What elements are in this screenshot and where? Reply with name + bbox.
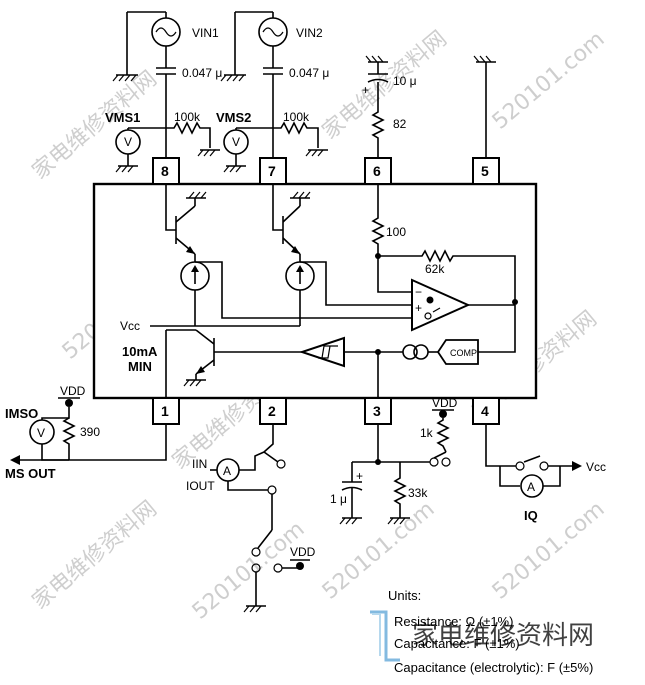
- watermark-site-5: 520101.com: [318, 497, 440, 605]
- svg-text:+: +: [362, 83, 369, 97]
- internal-circuit: Vcc 100 62k − + COMP 10mA MIN: [120, 184, 518, 398]
- r100k-1-label: 100k: [174, 110, 201, 124]
- logo-mark-icon: [370, 610, 400, 662]
- pin-6: [364, 157, 392, 185]
- imso-label: IMSO: [5, 406, 38, 421]
- iq-meter-letter: A: [527, 480, 535, 494]
- resistor-100k-1: [166, 121, 211, 148]
- logo-text: 家电维修资料网: [412, 620, 594, 650]
- pin-4-number: 4: [481, 403, 489, 419]
- resistor-1k: [436, 418, 450, 453]
- vin2-source: VIN2 0.047 μ: [220, 11, 329, 158]
- cap3-label: 10 μ: [393, 74, 417, 88]
- units-resistance: Resistance: Ω (±1%): [394, 614, 513, 629]
- svg-text:+: +: [415, 301, 422, 315]
- min-current-label: 10mA: [122, 344, 158, 359]
- pin-8: [152, 157, 180, 185]
- r100k-2-label: 100k: [283, 110, 310, 124]
- resistor-100k-2: [273, 121, 319, 148]
- vms1-meter: VMS1 V 100k: [105, 110, 220, 173]
- vcc-in-label: Vcc: [120, 319, 140, 333]
- pin-7: [259, 157, 287, 185]
- pin-8-number: 8: [161, 163, 169, 179]
- resistor-100: [371, 184, 385, 256]
- watermark-cn-2: 家电维修资料网: [318, 26, 452, 144]
- r62k-label: 62k: [425, 262, 445, 276]
- units-electrolytic: Capacitance (electrolytic): F (±5%): [394, 660, 593, 675]
- r100-label: 100: [386, 225, 406, 239]
- ms-out-label: MS OUT: [5, 466, 56, 481]
- ic-body: [92, 182, 538, 400]
- watermark-cn-1: 家电维修资料网: [28, 66, 162, 184]
- iq-label: IQ: [524, 508, 538, 523]
- vms2-meter-letter: V: [232, 135, 240, 149]
- pin-7-number: 7: [268, 163, 276, 179]
- svg-text:+: +: [356, 469, 363, 483]
- vms1-label: VMS1: [105, 110, 140, 125]
- pin-2-number: 2: [268, 403, 276, 419]
- resistor-33k: [393, 462, 407, 518]
- watermark-cn-4: 家电维修资料网: [28, 496, 162, 614]
- min-label: MIN: [128, 359, 152, 374]
- vms2-meter: VMS2 V 100k: [216, 110, 328, 173]
- resistor-390: [62, 417, 76, 460]
- pin-3: [364, 397, 392, 425]
- pin-5: [472, 157, 500, 185]
- r33k-label: 33k: [408, 486, 428, 500]
- pin-3-number: 3: [373, 403, 381, 419]
- opamp: [411, 278, 471, 332]
- pin4-external: Vcc A IQ: [485, 424, 606, 523]
- comparator: [436, 339, 479, 365]
- units-block: Units: Resistance: Ω (±1%) Capacitance: …: [388, 588, 593, 675]
- comp-label: COMP: [450, 348, 477, 358]
- vin1-label: VIN1: [192, 26, 219, 40]
- pin5-external: [473, 55, 496, 158]
- watermark-site-6: 520101.com: [488, 497, 610, 605]
- svg-text:−: −: [415, 285, 422, 299]
- vms1-meter-letter: V: [124, 135, 132, 149]
- vin1-source: VIN1 0.047 μ: [112, 11, 222, 158]
- pin-5-number: 5: [481, 163, 489, 179]
- pin1-external: VDD 390 IMSO V MS OUT: [5, 384, 167, 481]
- vdd1-label: VDD: [60, 384, 86, 398]
- vms2-label: VMS2: [216, 110, 251, 125]
- cap2-label: 0.047 μ: [289, 66, 329, 80]
- units-title: Units:: [388, 588, 421, 603]
- resistor-62k: [378, 249, 516, 302]
- r390-label: 390: [80, 425, 100, 439]
- pin3-external: VDD 1k + 1 μ 33k: [330, 396, 458, 525]
- site-logo: 家电维修资料网: [370, 610, 594, 662]
- pin-6-number: 6: [373, 163, 381, 179]
- vdd3-label: VDD: [432, 396, 458, 410]
- pins-top: 8 7 6 5: [152, 157, 500, 185]
- ammeter-letter: A: [223, 464, 231, 478]
- cap1-label: 0.047 μ: [182, 66, 222, 80]
- watermark-site-1: 520101.com: [488, 27, 610, 135]
- pin-1-number: 1: [161, 403, 169, 419]
- watermark-site-4: 520101.com: [188, 517, 310, 625]
- imso-meter-letter: V: [37, 426, 45, 440]
- vcc-out-label: Vcc: [586, 460, 606, 474]
- pin2-external: IIN IOUT A VDD: [186, 424, 316, 613]
- units-capacitance: Capacitance: F (±1%): [394, 636, 520, 651]
- vin2-label: VIN2: [296, 26, 323, 40]
- resistor-82: [371, 82, 385, 158]
- iin-label: IIN: [192, 457, 207, 471]
- iout-label: IOUT: [186, 479, 215, 493]
- pin6-external: + 10 μ 82: [362, 55, 417, 158]
- r1k-label: 1k: [420, 426, 434, 440]
- vdd2-label: VDD: [290, 545, 316, 559]
- cap1u-label: 1 μ: [330, 492, 347, 506]
- res82-label: 82: [393, 117, 407, 131]
